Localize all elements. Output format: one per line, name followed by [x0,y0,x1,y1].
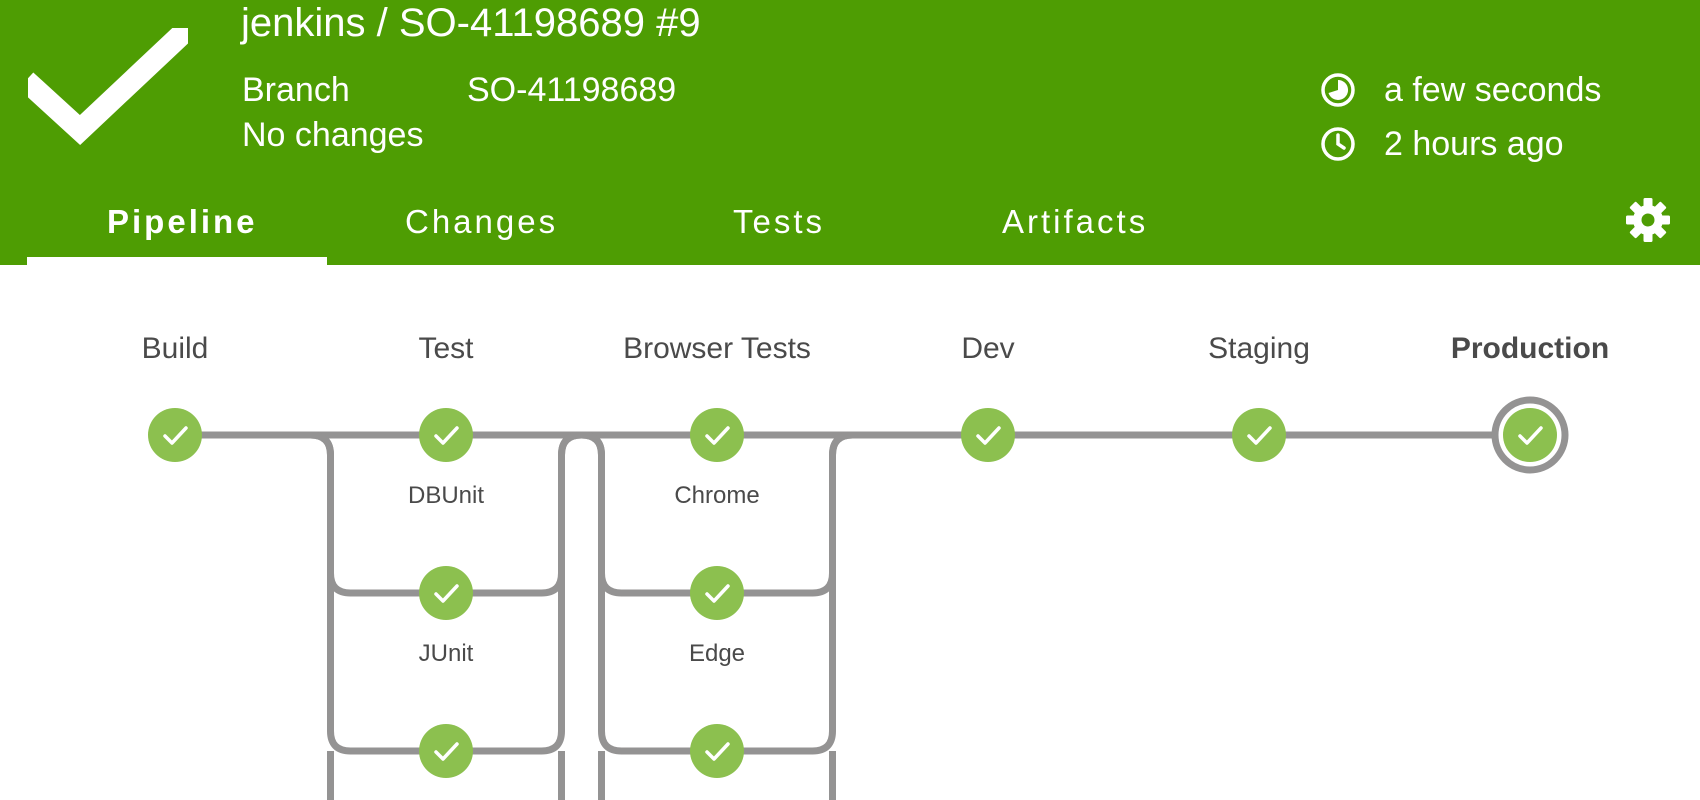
branch-node-browser-tests-2[interactable] [690,724,744,778]
branch-node-test-0-status [419,408,473,462]
stage-node-production-status [1503,408,1557,462]
branch-node-test-1-status [419,566,473,620]
tab-pipeline[interactable]: Pipeline [107,203,258,240]
started-text: 2 hours ago [1384,125,1564,163]
pipeline-nodes [148,396,1569,778]
branch-node-browser-tests-0-status [690,408,744,462]
stage-node-dev-status [961,408,1015,462]
stage-label-test: Test [418,332,474,365]
branch-node-browser-tests-0[interactable] [690,408,744,462]
run-title: jenkins / SO-41198689 #9 [241,1,701,45]
stage-label-dev: Dev [961,332,1014,365]
branch-node-browser-tests-1-status [690,566,744,620]
check-icon [705,742,730,761]
check-icon [163,426,188,445]
branch-node-browser-tests-2-status [690,724,744,778]
branch-label-chrome: Chrome [674,482,759,509]
branch-label-dbunit: DBUnit [408,482,484,509]
check-icon [434,426,459,445]
stage-node-staging[interactable] [1232,408,1286,462]
branch-label-junit: JUnit [419,640,474,667]
branch-value[interactable]: SO-41198689 [467,71,677,109]
started-row: 2 hours ago [1320,124,1564,164]
stage-label-staging: Staging [1208,332,1310,365]
check-icon [1518,426,1543,445]
branch-node-test-0[interactable] [419,408,473,462]
branch-label: Branch [242,71,350,109]
gear-icon[interactable] [1624,196,1672,244]
pipeline-connectors [175,431,1530,800]
stage-node-staging-status [1232,408,1286,462]
clock-icon [1321,127,1355,161]
stage-node-build-status [148,408,202,462]
run-header: jenkins / SO-41198689 #9 Branch SO-41198… [0,0,1700,265]
branch-node-test-2-status [419,724,473,778]
check-icon [434,742,459,761]
check-icon [434,584,459,603]
changes-summary: No changes [242,116,424,154]
stage-node-dev[interactable] [961,408,1015,462]
check-icon [705,584,730,603]
branch-node-test-2[interactable] [419,724,473,778]
branch-label-edge: Edge [689,640,745,667]
check-icon [705,426,730,445]
tab-changes[interactable]: Changes [405,203,559,240]
active-tab-indicator [27,257,327,265]
check-icon [1247,426,1272,445]
check-icon [976,426,1001,445]
tab-tests[interactable]: Tests [733,203,826,240]
stage-node-build[interactable] [148,408,202,462]
stage-label-build: Build [142,332,209,365]
stage-node-production[interactable] [1491,396,1569,474]
duration-icon [1321,73,1355,107]
stage-label-browser-tests: Browser Tests [623,332,811,365]
tab-artifacts[interactable]: Artifacts [1002,203,1149,240]
stage-label-production: Production [1451,332,1609,365]
branch-node-browser-tests-1[interactable] [690,566,744,620]
duration-text: a few seconds [1384,71,1602,109]
branch-node-test-1[interactable] [419,566,473,620]
check-icon [28,28,188,145]
duration-row: a few seconds [1320,70,1601,110]
